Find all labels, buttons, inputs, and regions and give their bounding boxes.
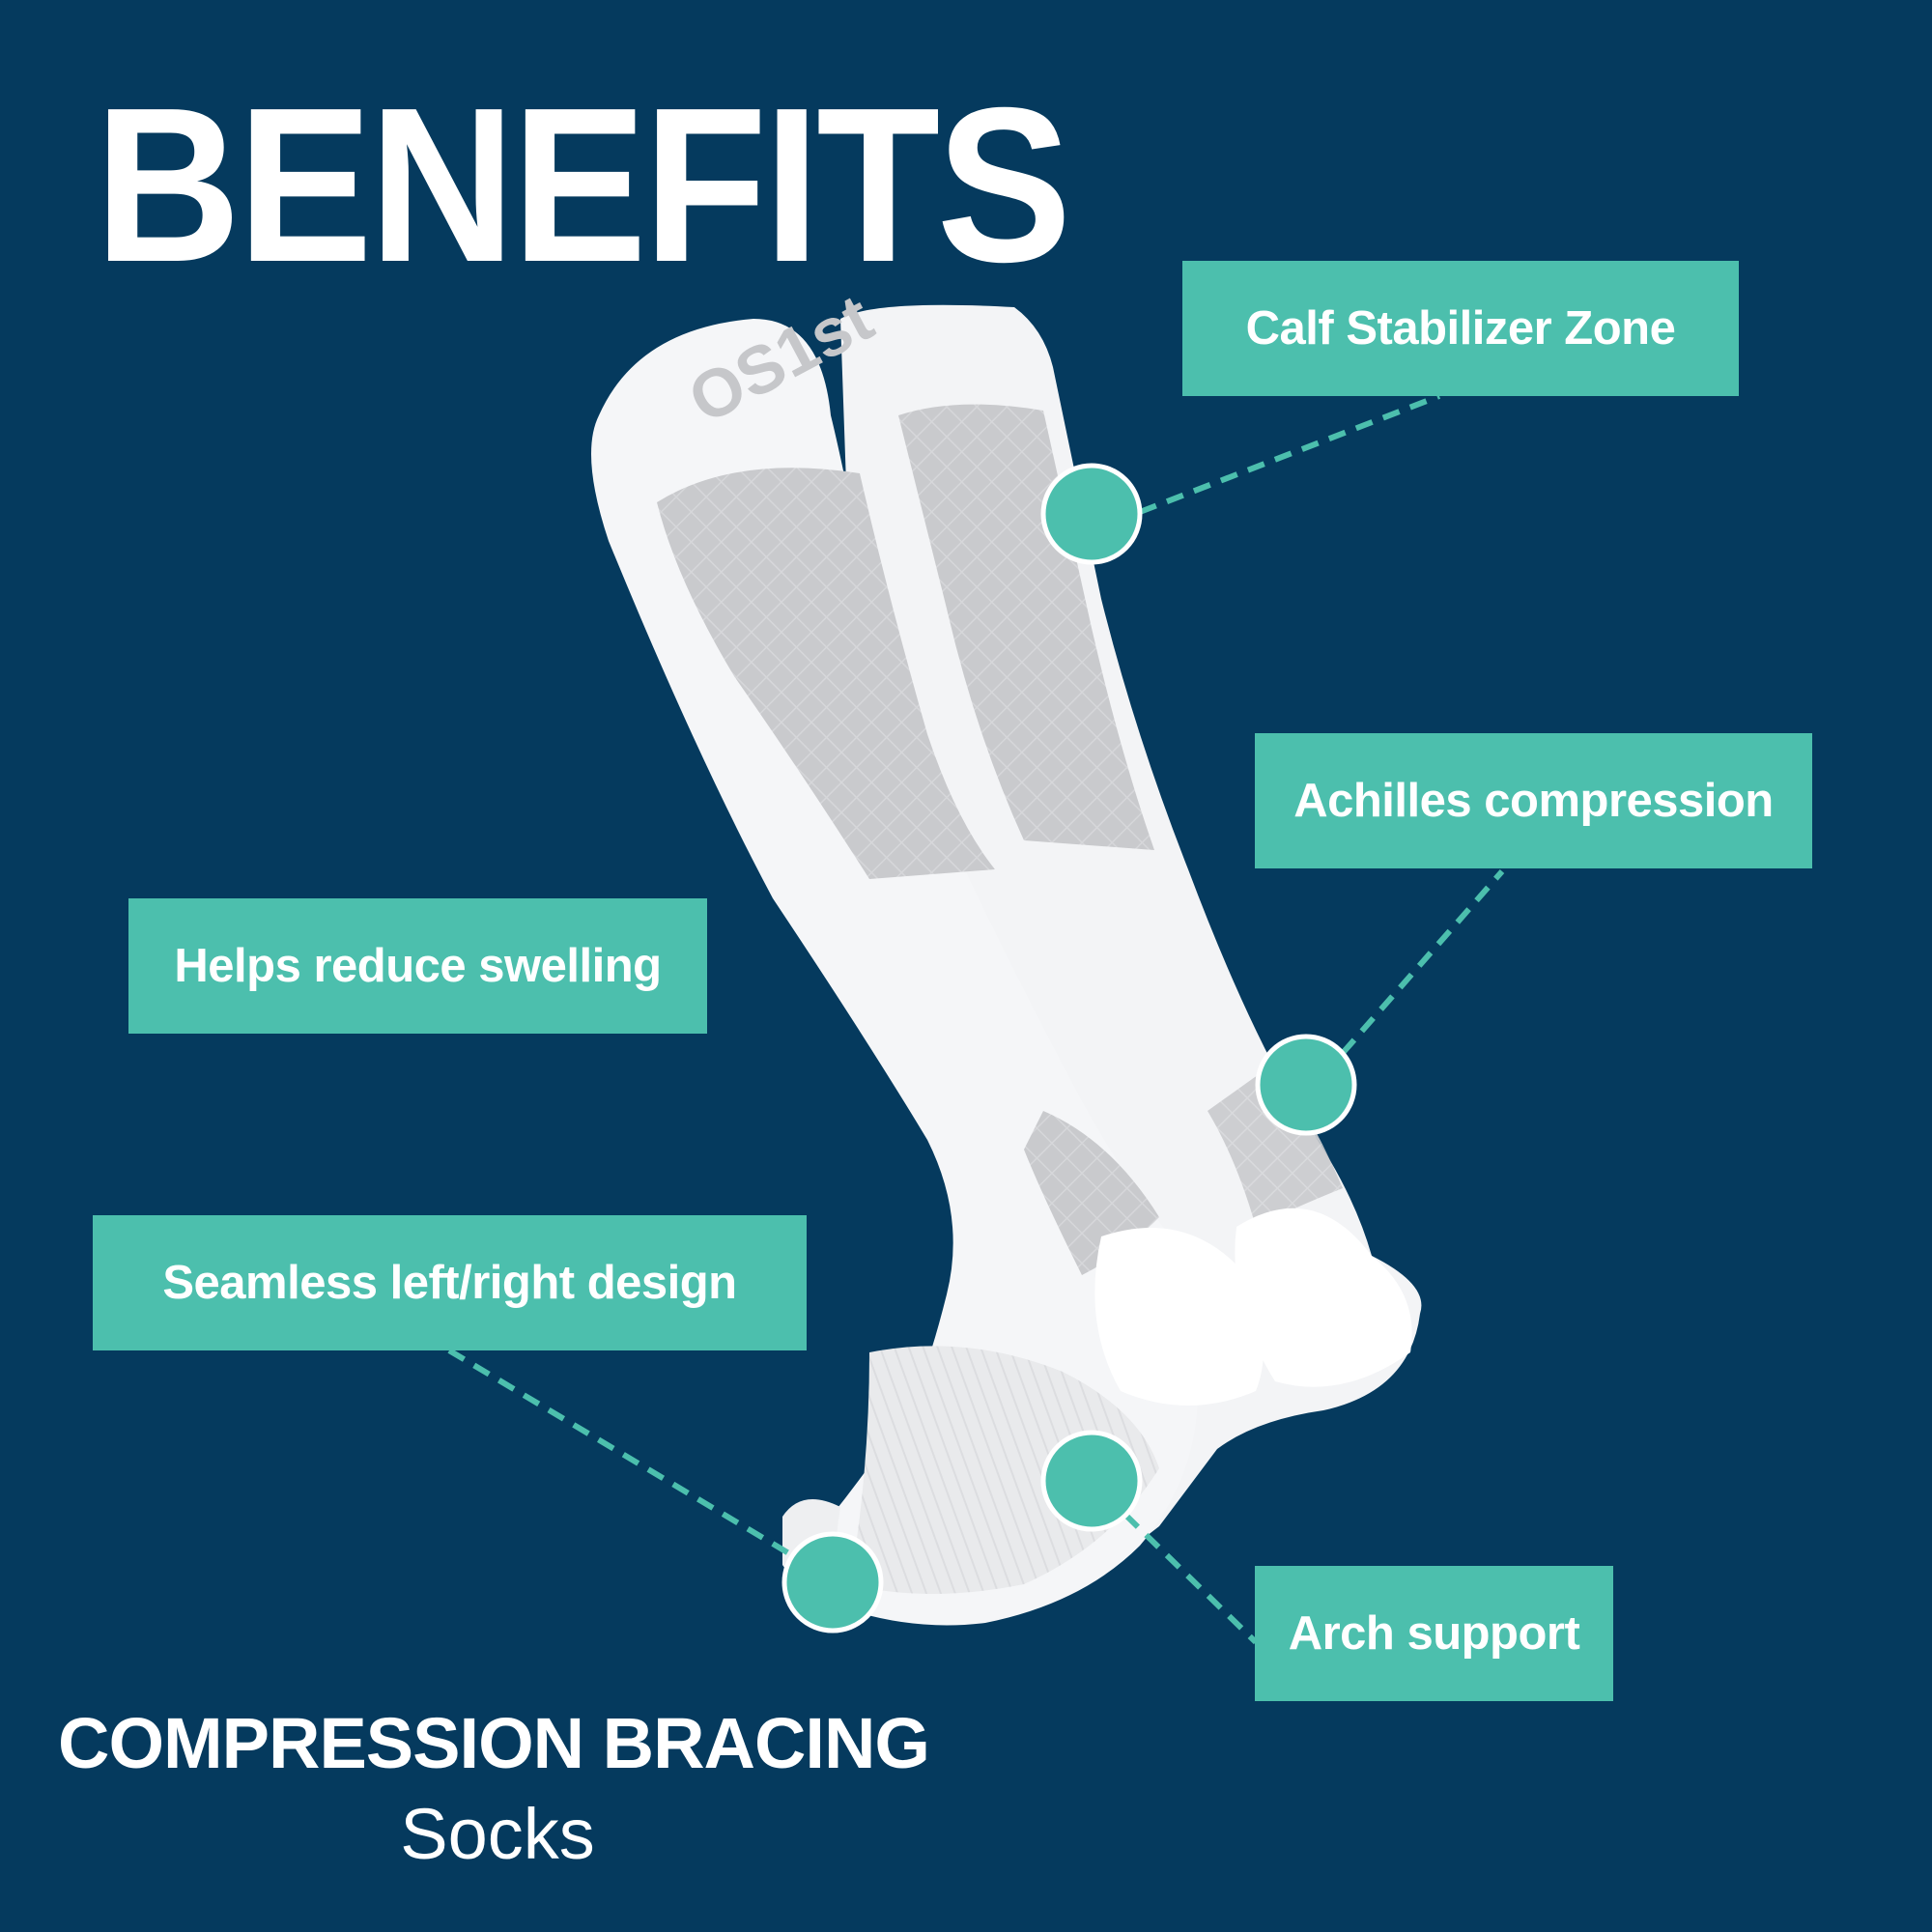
connector-arch [1122,1512,1259,1645]
callout-seamless-design: Seamless left/right design [93,1215,807,1350]
callout-arch-support: Arch support [1255,1566,1613,1701]
front-sock: OS1st [591,279,1264,1626]
product-type: Socks [400,1794,595,1874]
callout-achilles-compression: Achilles compression [1255,733,1812,868]
callout-label: Seamless left/right design [162,1257,737,1309]
callout-label: Arch support [1288,1607,1580,1660]
connector-achilles [1340,869,1505,1055]
callout-calf-stabilizer: Calf Stabilizer Zone [1182,261,1739,396]
callout-label: Calf Stabilizer Zone [1245,302,1676,355]
hotspot-arch[interactable] [1040,1430,1143,1532]
callout-label: Achilles compression [1293,775,1774,827]
connector-lines [447,393,1505,1645]
hotspot-dots [781,463,1357,1634]
page-title: BENEFITS [95,63,1071,308]
back-sock [840,304,1422,1584]
hotspot-achilles[interactable] [1255,1034,1357,1136]
product-name: COMPRESSION BRACING [58,1703,930,1783]
callout-reduce-swelling: Helps reduce swelling [128,898,707,1034]
connector-calf [1138,393,1441,515]
hotspot-seamless[interactable] [781,1531,884,1634]
hotspot-calf[interactable] [1040,463,1143,565]
callout-label: Helps reduce swelling [174,940,662,992]
connector-seamless [447,1348,794,1558]
